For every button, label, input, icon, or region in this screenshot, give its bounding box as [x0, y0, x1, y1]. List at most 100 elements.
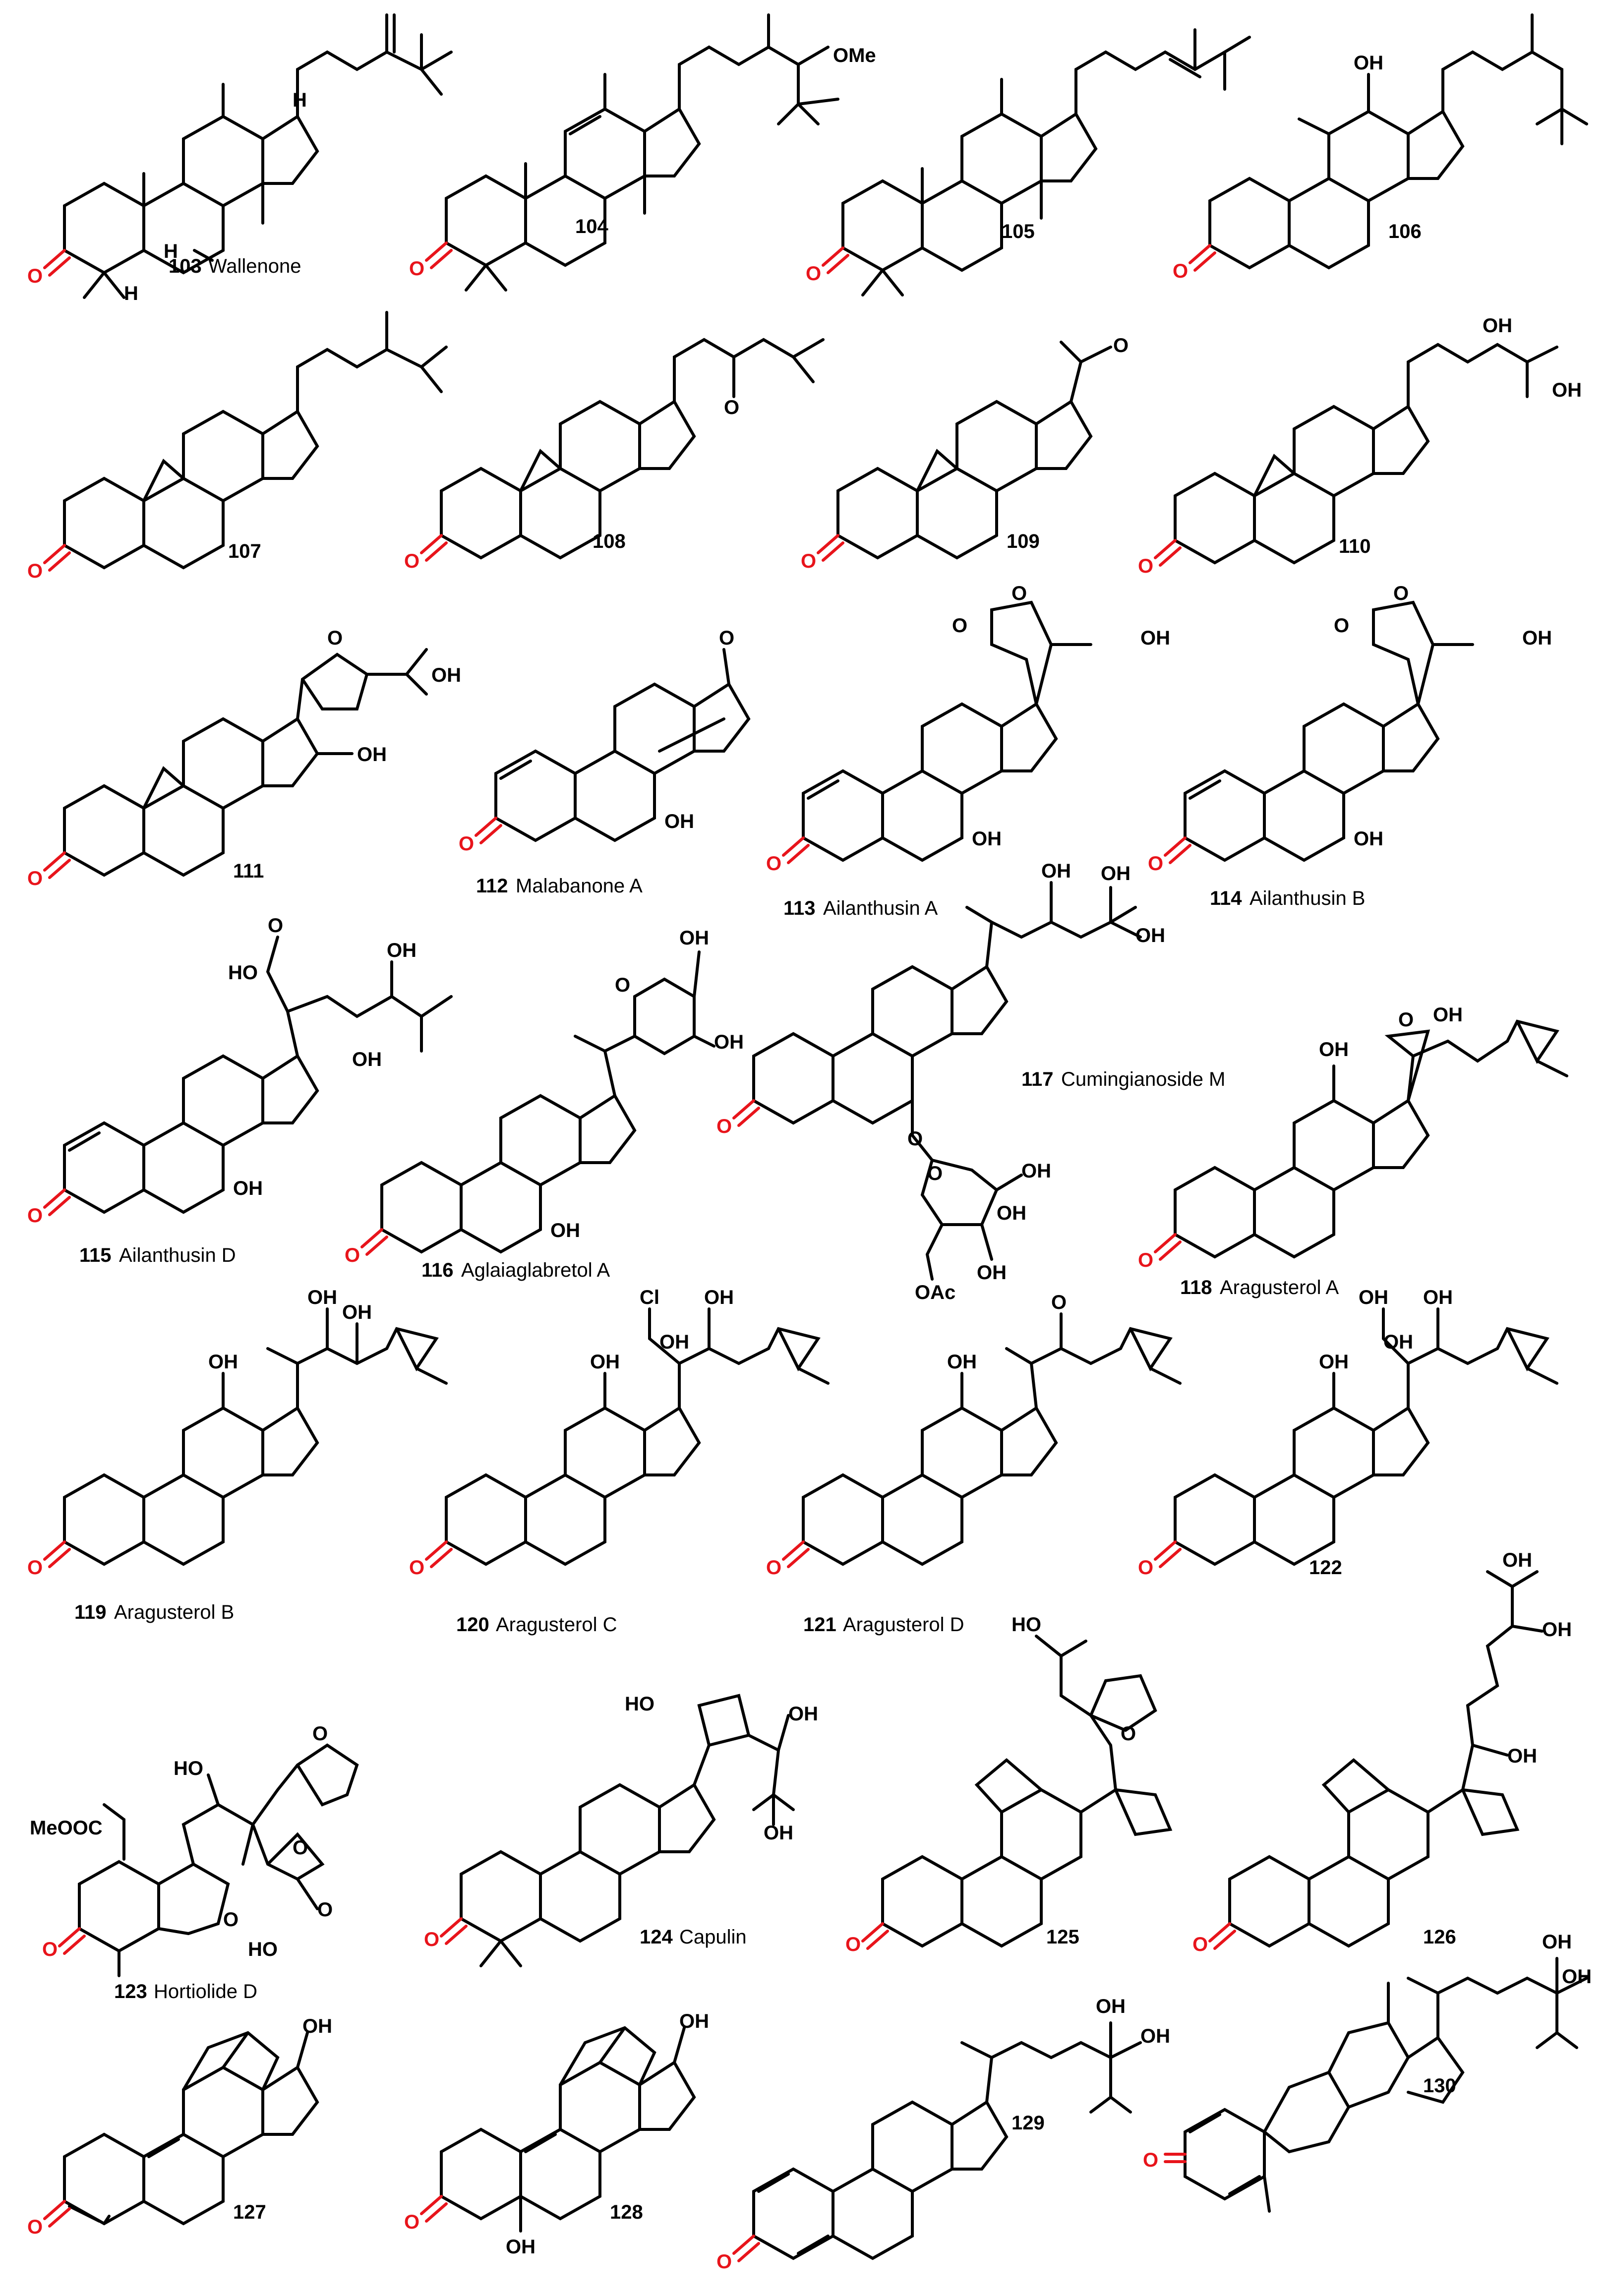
caption-116-number: 116 — [421, 1259, 454, 1281]
caption-112-name: Malabanone A — [516, 875, 643, 897]
ketone-side-o-112: O — [719, 627, 734, 649]
oh-label-115c: OH — [352, 1049, 382, 1070]
oh-label-116a: OH — [679, 927, 709, 949]
ketone-o-125: O — [845, 1934, 861, 1955]
ketone-o-114: O — [1148, 853, 1163, 875]
ketone-o-117: O — [716, 1116, 732, 1137]
structure-103 — [43, 13, 453, 299]
structure-105 — [822, 28, 1251, 296]
caption-126-number: 126 — [1423, 1926, 1456, 1948]
caption-118: 118 Aragusterol A — [1180, 1277, 1339, 1298]
caption-125-number: 125 — [1046, 1926, 1079, 1948]
ring-o-123: O — [223, 1909, 238, 1931]
caption-119: 119 Aragusterol B — [74, 1601, 234, 1623]
oh-label-106: OH — [1354, 52, 1383, 74]
lactone-o-123: O — [293, 1837, 308, 1859]
ketone-o-113: O — [766, 853, 781, 875]
caption-115: 115 Ailanthusin D — [79, 1244, 236, 1266]
structure-123 — [58, 1743, 359, 1977]
ketone-o-112: O — [459, 833, 474, 855]
oh-label-124c: OH — [764, 1822, 793, 1844]
structure-127 — [43, 2031, 319, 2228]
caption-121: 121 Aragusterol D — [803, 1614, 964, 1636]
caption-108-number: 108 — [593, 530, 626, 552]
caption-123: 123 Hortiolide D — [114, 1981, 257, 2002]
structure-118 — [1154, 1019, 1568, 1261]
ketone-o-104: O — [409, 258, 424, 280]
structure-128 — [420, 2026, 696, 2233]
oh-label-126a: OH — [1502, 1549, 1532, 1571]
ketone-o-118: O — [1138, 1249, 1153, 1271]
oh-label-115d: OH — [233, 1177, 263, 1199]
oh-label-110b: OH — [1552, 379, 1582, 401]
furan-o-123: O — [312, 1723, 328, 1745]
structure-112 — [475, 648, 751, 844]
ketone-o-129: O — [716, 2251, 732, 2273]
oh-label-110a: OH — [1483, 315, 1512, 337]
oh-label-128b: OH — [506, 2236, 536, 2258]
ketone-o-126: O — [1192, 1934, 1208, 1955]
structure-126 — [1208, 1570, 1544, 1950]
caption-107-number: 107 — [228, 540, 261, 562]
caption-109-number: 109 — [1007, 530, 1040, 552]
caption-120-number: 120 — [456, 1614, 489, 1636]
lactone-co-o-123: O — [317, 1899, 333, 1921]
oh-label-124b: OH — [788, 1703, 818, 1725]
caption-124-number: 124 — [640, 1926, 673, 1948]
ester-label-123: MeOOC — [30, 1817, 103, 1839]
caption-119-name: Aragusterol B — [114, 1601, 234, 1623]
oh-label-122a: OH — [1319, 1351, 1349, 1373]
ketone-o-109: O — [801, 550, 816, 572]
ring-o-111: O — [327, 627, 343, 649]
oh-label-121: OH — [947, 1351, 977, 1373]
oh-label-117d: OH — [1021, 1160, 1051, 1182]
caption-120-name: Aragusterol C — [496, 1614, 617, 1636]
lactone-co-o-113: O — [952, 615, 967, 637]
caption-115-name: Ailanthusin D — [119, 1244, 236, 1266]
caption-124: 124 Capulin — [640, 1926, 747, 1948]
caption-130: 130 — [1423, 2075, 1456, 2097]
ring-o-125: O — [1121, 1723, 1136, 1745]
oh-label-129a: OH — [1096, 1996, 1126, 2017]
lactone-co-o-114: O — [1334, 615, 1349, 637]
ketone-o-111: O — [27, 868, 43, 889]
oh-label-129b: OH — [1140, 2025, 1170, 2047]
caption-129: 129 — [1012, 2112, 1045, 2134]
caption-116: 116 Aglaiaglabretol A — [421, 1259, 610, 1281]
ketone-o-122: O — [1138, 1557, 1153, 1579]
oh-label-126b: OH — [1542, 1619, 1572, 1641]
caption-121-name: Aragusterol D — [843, 1614, 964, 1636]
sugar-ring-o-117: O — [927, 1163, 943, 1184]
oh-label-127: OH — [302, 2015, 332, 2037]
ketone-o-115: O — [27, 1205, 43, 1227]
oh-label-122d: OH — [1383, 1331, 1413, 1353]
oh-label-112: OH — [664, 811, 694, 832]
caption-105-number: 105 — [1002, 221, 1035, 242]
caption-128: 128 — [610, 2201, 643, 2223]
caption-104-number: 104 — [575, 216, 608, 237]
caption-116-name: Aglaiaglabretol A — [461, 1259, 610, 1281]
caption-117-number: 117 — [1021, 1068, 1054, 1090]
oh-label-118b: OH — [1433, 1004, 1463, 1026]
caption-115-number: 115 — [79, 1244, 112, 1266]
acid-o-115: O — [268, 915, 283, 937]
ketone-o-130: O — [1143, 2149, 1158, 2171]
ketone-o-123: O — [42, 1939, 58, 1960]
structure-114 — [1164, 600, 1474, 864]
oh-label-120c: OH — [659, 1331, 689, 1353]
caption-113: 113 Ailanthusin A — [783, 897, 938, 919]
caption-117: 117 Cumingianoside M — [1021, 1068, 1225, 1090]
oh-label-122c: OH — [1423, 1287, 1453, 1308]
caption-128-number: 128 — [610, 2201, 643, 2223]
oh-label-123b: HO — [248, 1939, 278, 1960]
ketone-o-120: O — [409, 1557, 424, 1579]
glycoside-o-117: O — [907, 1128, 923, 1150]
ketone-side-o-121: O — [1051, 1292, 1067, 1313]
oh-label-115a: HO — [228, 962, 258, 984]
caption-125: 125 — [1046, 1926, 1079, 1948]
caption-124-name: Capulin — [679, 1926, 747, 1948]
ketone-o-105: O — [806, 263, 821, 285]
caption-112-number: 112 — [476, 875, 508, 897]
structure-109 — [817, 341, 1112, 562]
